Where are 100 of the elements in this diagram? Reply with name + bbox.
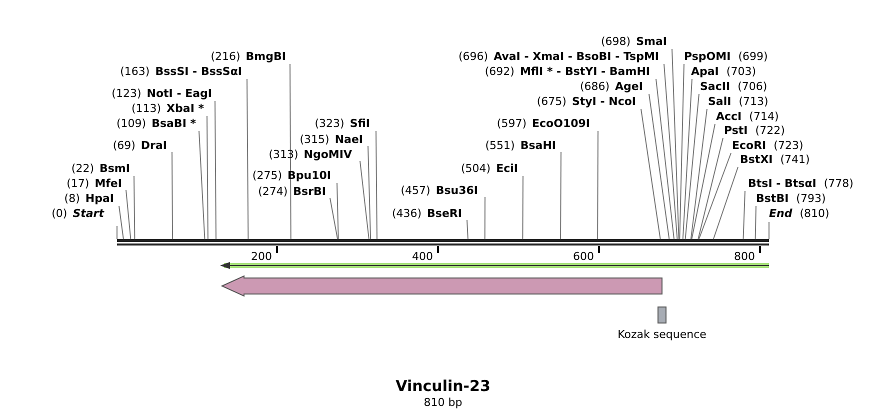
site-position: (793) — [796, 192, 826, 205]
leader-line — [290, 64, 292, 240]
enzyme-name: EcoO109I — [532, 117, 590, 130]
enzyme-name: EciI — [496, 162, 518, 175]
enzyme-name: NgoMIV — [304, 148, 352, 161]
leader-line — [172, 152, 174, 240]
leader-line — [664, 64, 678, 240]
enzyme-name: StyI - NcoI — [572, 95, 636, 108]
leader-line — [560, 152, 562, 240]
tick-label: 400 — [412, 250, 433, 264]
leader-line — [134, 176, 136, 240]
site-position: (0) — [52, 207, 68, 220]
enzyme-name: Bsu36I — [436, 184, 478, 197]
leader-line — [118, 206, 124, 240]
enzyme-name: BsrBI — [293, 185, 326, 198]
enzyme-name: DraI — [140, 139, 167, 152]
site-position: (741) — [780, 153, 810, 166]
enzyme-name: BstBI — [756, 192, 789, 205]
site-position: (692) — [484, 65, 514, 78]
leader-line — [754, 206, 756, 240]
site-position: (551) — [485, 139, 515, 152]
site-position: (722) — [755, 124, 785, 137]
leader-line — [698, 138, 724, 240]
leader-line — [368, 146, 372, 240]
enzyme-name: BseRI — [427, 207, 462, 220]
site-position: (113) — [131, 102, 162, 115]
site-position: (696) — [458, 50, 488, 63]
leader-line — [330, 198, 338, 240]
leader-line — [126, 190, 132, 240]
enzyme-name: BtsI - BtsαI — [748, 177, 816, 190]
site-position: (686) — [580, 80, 610, 93]
map-title: Vinculin-23 — [394, 377, 492, 395]
site-position: (703) — [726, 65, 756, 78]
enzyme-name: MfeI — [94, 177, 122, 190]
leader-line — [684, 94, 700, 240]
leader-line — [336, 182, 339, 240]
leader-line — [116, 226, 118, 240]
leader-line — [691, 124, 716, 240]
enzyme-name: BssSI - BssSαI — [155, 65, 242, 78]
leader-line — [656, 78, 675, 240]
leader-line — [376, 130, 378, 240]
site-position: (274) — [258, 185, 288, 198]
enzyme-name: NaeI — [334, 133, 363, 146]
enzyme-name: BmgBI — [246, 50, 286, 63]
leader-line — [466, 220, 468, 240]
leader-line — [522, 176, 524, 240]
site-position: (323) — [314, 117, 344, 130]
site-position: (698) — [601, 35, 631, 48]
leader-line — [246, 78, 249, 240]
leader-line — [640, 108, 661, 240]
site-position: (109) — [116, 117, 146, 130]
enzyme-name: SacII — [700, 80, 730, 93]
site-position: (810) — [800, 207, 830, 220]
leader-line — [648, 94, 670, 240]
site-position: (216) — [210, 50, 240, 63]
site-position: (723) — [774, 139, 804, 152]
enzyme-name: HpaI — [85, 192, 114, 205]
site-position: (504) — [461, 162, 491, 175]
site-position: (275) — [252, 169, 282, 182]
enzyme-name: PspOMI — [684, 50, 731, 63]
site-position: (313) — [268, 148, 298, 161]
leader-line — [712, 166, 738, 240]
tick-label: 600 — [572, 250, 594, 264]
enzyme-name: BsaBI * — [152, 117, 196, 130]
site-position: (699) — [738, 50, 768, 63]
leader-line — [198, 130, 206, 240]
sequence-length: 810 bp — [422, 396, 464, 410]
enzyme-name: Bpu10I — [288, 169, 331, 182]
feature-arrow — [220, 275, 662, 297]
enzyme-name: Start — [72, 207, 104, 220]
leader-line — [206, 116, 208, 240]
site-position: (706) — [738, 80, 768, 93]
enzyme-name: End — [769, 207, 792, 220]
enzyme-name: PstI — [724, 124, 748, 137]
enzyme-name: BstXI — [740, 153, 773, 166]
leader-line — [360, 160, 370, 240]
site-position: (315) — [300, 133, 330, 146]
site-position: (8) — [64, 192, 80, 205]
leader-line — [214, 100, 216, 240]
feature-label: Kozak sequence — [616, 328, 708, 342]
enzyme-name: BsaHI — [520, 139, 556, 152]
enzyme-name: AgeI — [615, 80, 643, 93]
leader-line — [698, 152, 732, 240]
site-position: (22) — [71, 162, 94, 175]
leader-line — [742, 190, 746, 240]
site-position: (713) — [738, 95, 768, 108]
leader-line — [768, 222, 770, 240]
site-position: (17) — [66, 177, 90, 190]
enzyme-name: AvaI - XmaI - BsoBI - TspMI — [494, 50, 659, 63]
leader-line — [690, 108, 708, 240]
leader-line — [682, 78, 692, 240]
enzyme-name: ApaI — [691, 65, 719, 78]
enzyme-name: SmaI — [636, 35, 667, 48]
enzyme-name: BsmI — [100, 162, 130, 175]
enzyme-name: SfiI — [350, 117, 370, 130]
enzyme-name: MflI * - BstYI - BamHI — [520, 65, 650, 78]
enzyme-name: XbaI * — [166, 102, 204, 115]
site-position: (457) — [400, 184, 430, 197]
site-position: (163) — [120, 65, 150, 78]
site-position: (436) — [392, 207, 422, 220]
